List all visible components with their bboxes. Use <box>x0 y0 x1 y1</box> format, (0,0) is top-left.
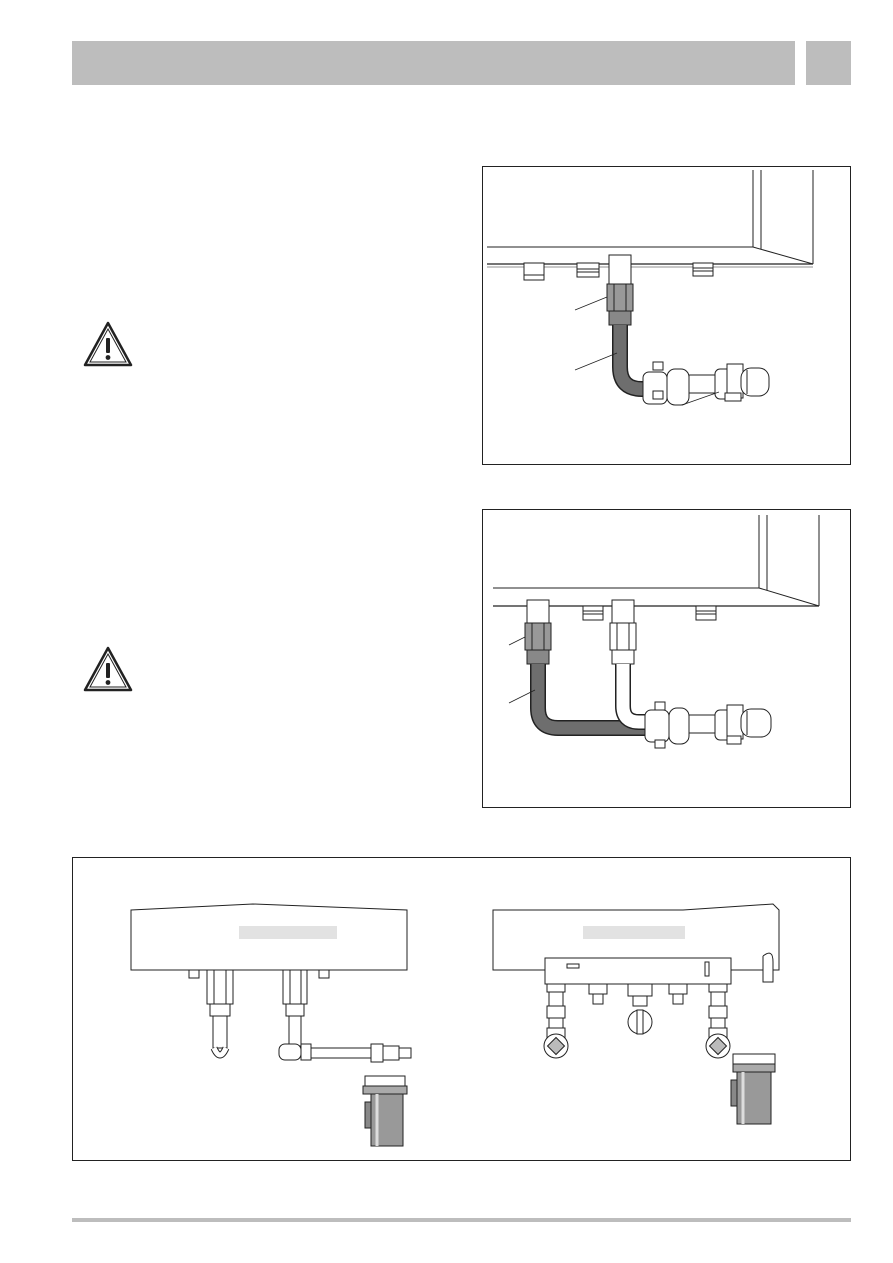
warning-triangle-icon <box>82 320 134 368</box>
header-bar <box>72 41 795 85</box>
warning-triangle-icon <box>82 645 134 693</box>
header-tab <box>806 41 851 85</box>
figure-two-pipes <box>482 509 851 808</box>
figure-single-pipe <box>482 166 851 465</box>
figure-comparison <box>72 857 851 1161</box>
footer-rule <box>72 1218 851 1222</box>
